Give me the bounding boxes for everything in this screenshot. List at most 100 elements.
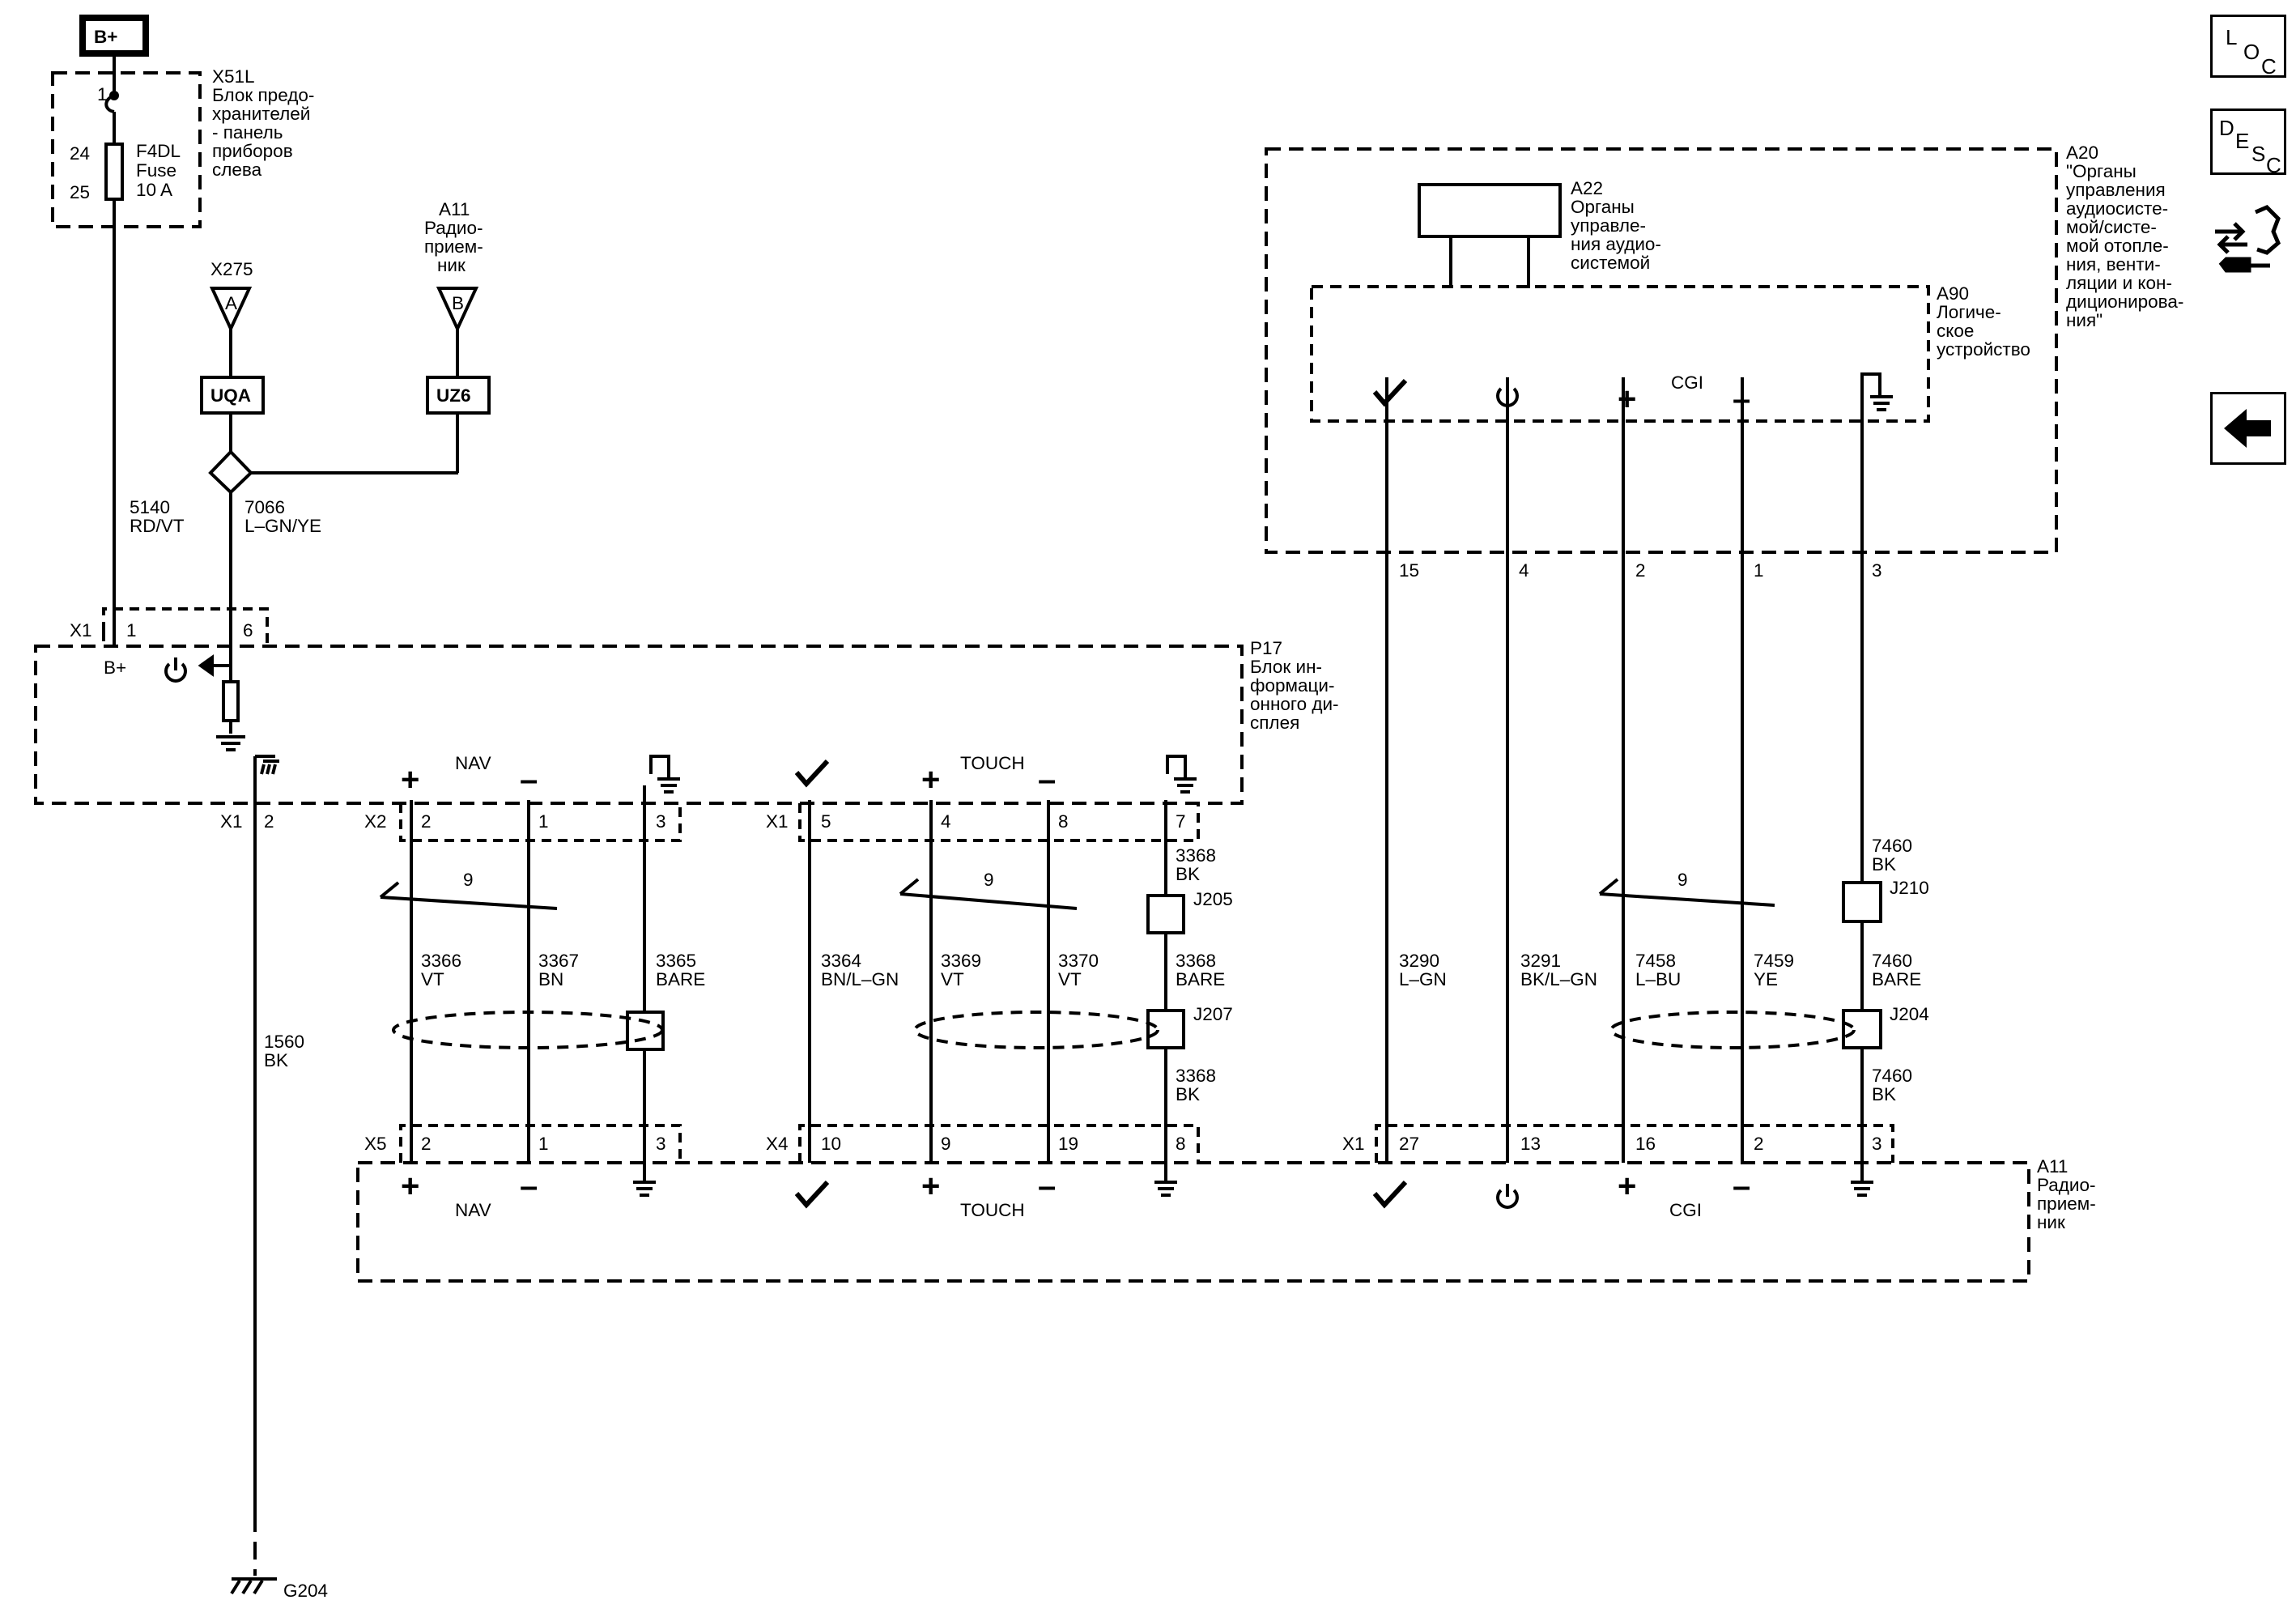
svg-text:7460: 7460 bbox=[1872, 1066, 1912, 1086]
svg-text:J205: J205 bbox=[1193, 889, 1233, 909]
svg-text:P17: P17 bbox=[1250, 638, 1282, 658]
svg-text:BK: BK bbox=[1176, 1084, 1200, 1104]
svg-text:приборов: приборов bbox=[212, 141, 293, 161]
svg-text:Органы: Органы bbox=[1571, 197, 1635, 217]
svg-text:13: 13 bbox=[1520, 1134, 1541, 1154]
svg-text:7458: 7458 bbox=[1635, 951, 1676, 971]
svg-text:X1: X1 bbox=[70, 620, 92, 640]
svg-text:7459: 7459 bbox=[1754, 951, 1794, 971]
j207-splice bbox=[1146, 1009, 1185, 1049]
svg-text:25: 25 bbox=[70, 182, 90, 202]
a11-outline bbox=[356, 1161, 2030, 1283]
svg-text:X1: X1 bbox=[766, 811, 789, 832]
check-icon bbox=[1372, 378, 1408, 407]
svg-text:устройство: устройство bbox=[1937, 339, 2030, 360]
svg-text:24: 24 bbox=[70, 143, 90, 164]
svg-text:VT: VT bbox=[1058, 969, 1082, 989]
svg-text:+: + bbox=[1618, 1168, 1636, 1204]
svg-text:TOUCH: TOUCH bbox=[960, 753, 1025, 773]
svg-text:1: 1 bbox=[97, 84, 108, 104]
svg-text:X1: X1 bbox=[1342, 1134, 1365, 1154]
svg-text:X5: X5 bbox=[364, 1134, 387, 1154]
svg-text:ник: ник bbox=[437, 255, 466, 275]
svg-text:9: 9 bbox=[1677, 870, 1688, 890]
svg-text:J210: J210 bbox=[1890, 878, 1929, 898]
svg-text:4: 4 bbox=[1519, 560, 1529, 581]
svg-text:Радио-: Радио- bbox=[2037, 1175, 2095, 1195]
fuse-block-outline bbox=[51, 71, 202, 228]
svg-text:X2: X2 bbox=[364, 811, 387, 832]
power-label: B+ bbox=[94, 27, 117, 47]
svg-text:Блок ин-: Блок ин- bbox=[1250, 657, 1322, 677]
svg-text:онного ди-: онного ди- bbox=[1250, 694, 1339, 714]
svg-text:BN: BN bbox=[538, 969, 563, 989]
j204-splice bbox=[1842, 1009, 1882, 1049]
svg-text:–: – bbox=[1733, 381, 1750, 417]
svg-text:15: 15 bbox=[1399, 560, 1419, 581]
svg-text:7460: 7460 bbox=[1872, 836, 1912, 856]
svg-text:–: – bbox=[520, 1168, 538, 1204]
svg-text:Блок предо-: Блок предо- bbox=[212, 85, 314, 105]
svg-text:ляции и кон-: ляции и кон- bbox=[2066, 273, 2172, 293]
svg-text:1: 1 bbox=[538, 1134, 549, 1154]
connector-wrench-icon[interactable] bbox=[2210, 196, 2286, 285]
svg-text:9: 9 bbox=[984, 870, 994, 890]
svg-text:X51L: X51L bbox=[212, 66, 255, 87]
svg-text:+: + bbox=[401, 1168, 419, 1204]
svg-text:сплея: сплея bbox=[1250, 713, 1299, 733]
desc-letter: C bbox=[2266, 153, 2281, 177]
svg-text:прием-: прием- bbox=[2037, 1194, 2096, 1214]
svg-text:3369: 3369 bbox=[941, 951, 981, 971]
svg-text:1: 1 bbox=[126, 620, 137, 640]
svg-text:5140: 5140 bbox=[130, 497, 170, 517]
svg-text:NAV: NAV bbox=[455, 753, 491, 773]
check-icons bbox=[794, 378, 1408, 1209]
svg-text:–: – bbox=[1733, 1168, 1750, 1204]
svg-text:3291: 3291 bbox=[1520, 951, 1561, 971]
power-icon bbox=[1496, 1184, 1519, 1209]
svg-text:7066: 7066 bbox=[244, 497, 285, 517]
check-icon bbox=[794, 1180, 830, 1209]
svg-text:3366: 3366 bbox=[421, 951, 461, 971]
svg-text:диционирова-: диционирова- bbox=[2066, 291, 2183, 312]
svg-text:BK: BK bbox=[1872, 854, 1896, 874]
svg-text:UQA: UQA bbox=[210, 385, 251, 406]
svg-text:+: + bbox=[921, 762, 940, 798]
svg-text:1: 1 bbox=[1754, 560, 1764, 581]
svg-text:19: 19 bbox=[1058, 1134, 1078, 1154]
svg-text:формаци-: формаци- bbox=[1250, 675, 1334, 696]
back-button[interactable] bbox=[2210, 392, 2286, 465]
svg-text:Fuse: Fuse bbox=[136, 160, 176, 181]
svg-text:B+: B+ bbox=[104, 657, 126, 678]
svg-text:X275: X275 bbox=[210, 259, 253, 279]
svg-text:2: 2 bbox=[264, 811, 274, 832]
svg-text:UZ6: UZ6 bbox=[436, 385, 471, 406]
svg-text:слева: слева bbox=[212, 160, 262, 180]
svg-text:ское: ское bbox=[1937, 321, 1974, 341]
loc-letter: C bbox=[2261, 54, 2277, 79]
nav-shield-splice bbox=[626, 1011, 665, 1051]
svg-text:системой: системой bbox=[1571, 253, 1650, 273]
loc-letter: L bbox=[2226, 25, 2238, 49]
svg-text:L–GN/YE: L–GN/YE bbox=[244, 516, 321, 536]
svg-text:VT: VT bbox=[941, 969, 964, 989]
svg-text:прием-: прием- bbox=[424, 236, 483, 257]
svg-text:TOUCH: TOUCH bbox=[960, 1200, 1025, 1220]
desc-button[interactable]: D E S C bbox=[2210, 109, 2286, 177]
svg-text:8: 8 bbox=[1176, 1134, 1186, 1154]
svg-text:управле-: управле- bbox=[1571, 215, 1646, 236]
svg-text:7460: 7460 bbox=[1872, 951, 1912, 971]
desc-letter: D bbox=[2219, 116, 2234, 140]
svg-text:аудиосисте-: аудиосисте- bbox=[2066, 198, 2168, 219]
svg-text:J207: J207 bbox=[1193, 1004, 1233, 1024]
svg-text:3364: 3364 bbox=[821, 951, 861, 971]
svg-text:VT: VT bbox=[421, 969, 444, 989]
loc-button[interactable]: L O C bbox=[2210, 15, 2286, 79]
svg-text:A11: A11 bbox=[439, 199, 470, 219]
symbols: + – + – + – + – + – + – bbox=[401, 381, 1750, 1204]
loc-letter: O bbox=[2243, 40, 2260, 64]
svg-text:2: 2 bbox=[1635, 560, 1646, 581]
svg-text:3365: 3365 bbox=[656, 951, 696, 971]
svg-text:–: – bbox=[520, 762, 538, 798]
